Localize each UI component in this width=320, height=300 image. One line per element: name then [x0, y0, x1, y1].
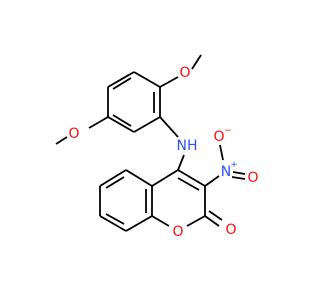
bond [232, 171, 246, 175]
bond [191, 54, 202, 70]
charge-minus: − [224, 126, 232, 136]
bond-layer [55, 54, 246, 232]
bond [125, 215, 153, 232]
bond [208, 210, 223, 221]
atom-label-nitro-oxygen-double: O [247, 170, 258, 186]
bond [177, 177, 200, 191]
atom-label-nitro-nitrogen: N [221, 164, 231, 180]
bond [177, 154, 185, 171]
bond [55, 136, 68, 145]
bond [186, 215, 206, 227]
bond [112, 114, 132, 127]
bond [105, 176, 125, 189]
bond [219, 144, 224, 161]
atom-label-nitro-oxygen-minus: O [213, 129, 224, 145]
bond [204, 175, 220, 187]
atom-label-oxygen-methoxy-top: O [179, 65, 190, 81]
bond [99, 169, 127, 187]
atom-label-carbonyl-oxygen: O [225, 222, 236, 238]
bond [231, 176, 246, 180]
bond [159, 116, 179, 138]
bond [107, 116, 135, 133]
atom-label-ring-oxygen: O [172, 224, 183, 240]
bond [177, 169, 206, 187]
atom-label-amine: NH [177, 138, 198, 154]
atom-label-layer: O O NH N + O − O O O [68, 65, 258, 240]
bond [133, 71, 161, 88]
bond [133, 116, 161, 133]
bond [105, 213, 125, 225]
bond [107, 71, 135, 88]
molecule-canvas: O O NH N + O − O O O [55, 54, 259, 240]
bond [151, 169, 179, 187]
bond [88, 116, 109, 129]
molecule-structure: O O NH N + O − O O O [55, 54, 259, 240]
bond [204, 215, 220, 227]
bond [151, 215, 170, 227]
bond [125, 169, 153, 187]
bond [99, 215, 127, 232]
bond [159, 76, 179, 88]
atom-label-oxygen-methoxy-left: O [68, 126, 79, 142]
charge-plus: + [230, 160, 238, 170]
bond [112, 77, 132, 90]
